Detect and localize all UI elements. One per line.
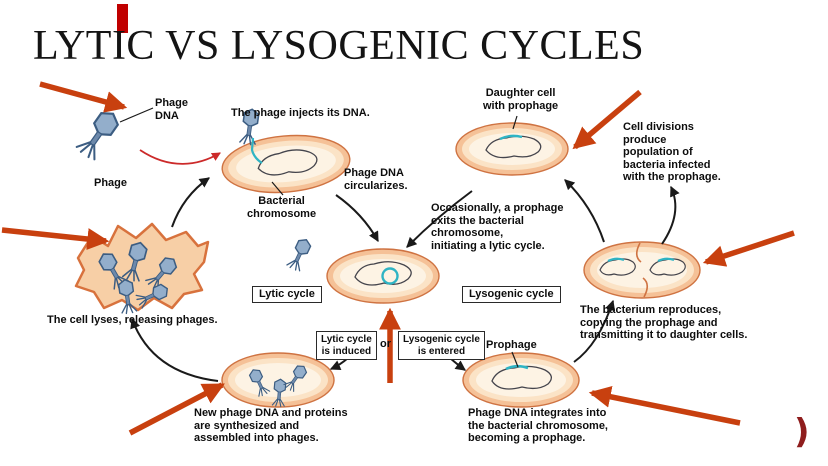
label-cell-lyses: The cell lyses, releasing phages. — [47, 314, 218, 326]
cell-phage-injection — [221, 134, 351, 194]
label-leader-lines — [119, 107, 519, 368]
arrow-lysis-to-injection — [171, 177, 210, 228]
prophage-segment — [505, 364, 529, 371]
label-phage-dna-integrates: Phage DNA integrates into the bacterial … — [468, 407, 608, 444]
annotation-arrow-daughter-cell — [572, 89, 642, 150]
annotation-arrow-lysed-cell — [1, 227, 110, 250]
prophage-segment — [607, 257, 675, 262]
badge-lysogenic-cycle: Lysogenic cycle — [462, 286, 561, 303]
phage-icon — [74, 106, 124, 162]
page-title: LYTIC VS LYSOGENIC CYCLES — [33, 23, 645, 69]
label-phage: Phage — [94, 177, 128, 189]
label-phage-injects-dna: The phage injects its DNA. — [231, 107, 370, 119]
arrow-reproduction-to-daughter — [564, 179, 605, 243]
injected-phage-dna — [250, 137, 263, 164]
corner-decoration: ) — [794, 412, 810, 452]
label-daughter-cell: Daughter cell with prophage — [483, 87, 559, 112]
division-furrow — [635, 242, 649, 298]
annotation-arrow-reproducing-cell — [702, 230, 795, 267]
label-bacterial-chromosome: Bacterial chromosome — [247, 195, 317, 220]
annotation-arrow-integration-cell — [588, 385, 741, 426]
label-prophage: Prophage — [486, 339, 537, 351]
annotation-arrows — [1, 81, 795, 436]
cell-integrated-prophage — [462, 352, 580, 408]
phage-icon — [285, 236, 314, 273]
cell-reproducing-bacterium — [583, 241, 701, 299]
prophage-segment — [499, 134, 523, 141]
cell-assembled-phages — [221, 352, 335, 408]
arrow-cell-divisions — [661, 185, 680, 245]
red-injection-path-arrow — [139, 149, 221, 165]
label-occasionally-prophage-exits: Occasionally, a prophage exits the bacte… — [431, 202, 564, 252]
label-bacterium-reproduces: The bacterium reproduces, copying the pr… — [580, 304, 748, 341]
slide-accent-bar — [117, 4, 128, 33]
label-phage-dna-circularizes: Phage DNA circularizes. — [344, 167, 408, 192]
badge-lytic-cycle: Lytic cycle — [252, 286, 322, 303]
annotation-arrow-phage-dna — [39, 81, 128, 113]
label-or: or — [380, 338, 391, 350]
label-phage-dna: Phage DNA — [155, 97, 189, 122]
arrow-synthesis-to-lysis — [130, 317, 219, 382]
arrow-integration-to-reproduction — [573, 299, 616, 363]
cell-circularized-dna — [326, 248, 440, 304]
annotation-arrow-synthesis-cell — [128, 382, 225, 436]
badge-lytic-cycle-induced: Lytic cycle is induced — [316, 331, 377, 360]
cell-daughter — [455, 122, 569, 176]
label-new-phage-dna: New phage DNA and proteins are synthesiz… — [194, 407, 348, 444]
label-cell-divisions: Cell divisions produce population of bac… — [623, 121, 721, 183]
circular-phage-dna — [381, 267, 399, 285]
badge-lysogenic-cycle-entered: Lysogenic cycle is entered — [398, 331, 485, 360]
bacterial-chromosome-loop — [257, 149, 318, 176]
arrow-injection-to-circularize — [335, 194, 379, 243]
arrow-prophage-exits — [406, 190, 473, 248]
